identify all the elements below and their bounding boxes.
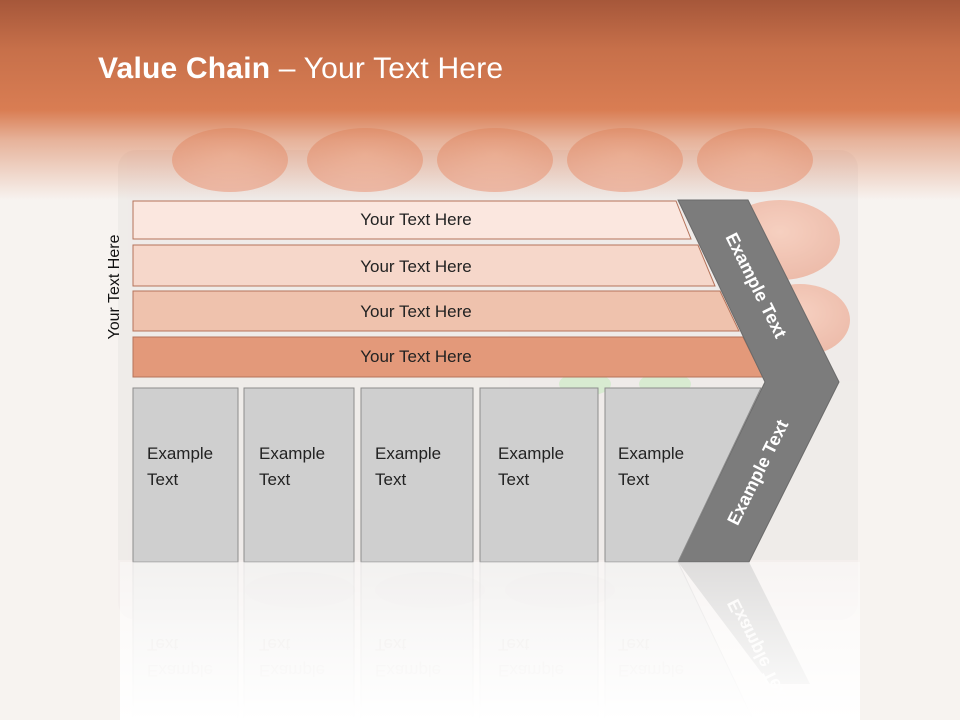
reflection-fade [120,562,860,720]
column-4 [479,387,599,563]
side-label: Your Text Here [106,234,123,340]
header-band [0,0,960,200]
column-3-line2: Text [375,470,406,489]
column-1-line2: Text [147,470,178,489]
band-4-label: Your Text Here [360,347,472,366]
band-3 [132,290,740,332]
column-3-line1: Example [375,444,441,463]
column-3 [360,387,474,563]
column-2 [243,387,355,563]
band-2-label: Your Text Here [360,257,472,276]
column-4-line1: Example [498,444,564,463]
column-2-line1: Example [259,444,325,463]
column-4-line2: Text [498,470,529,489]
band-1 [132,200,692,240]
column-2-line2: Text [259,470,290,489]
column-1 [132,387,239,563]
band-1-label: Your Text Here [360,210,472,229]
column-1-line1: Example [147,444,213,463]
column-5-line2: Text [618,470,649,489]
band-2 [132,244,716,287]
band-3-label: Your Text Here [360,302,472,321]
page-title: Value Chain – Your Text Here [98,52,503,86]
column-5-line1: Example [618,444,684,463]
title-bold: Value Chain [98,52,271,85]
title-rest: – Your Text Here [270,52,504,85]
